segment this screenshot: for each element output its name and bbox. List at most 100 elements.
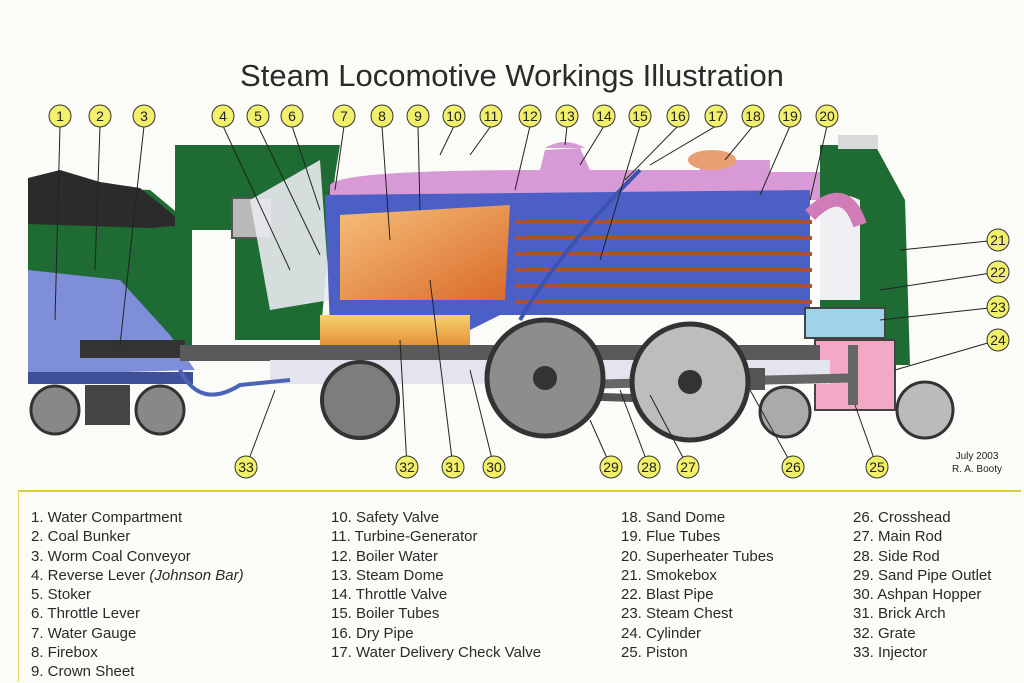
legend-note: (Johnson Bar) <box>149 566 244 584</box>
callout-number: 15 <box>632 108 648 124</box>
callout-1: 1 <box>48 104 72 128</box>
legend-item: 16. Dry Pipe <box>331 624 414 642</box>
grate-flames <box>320 315 470 345</box>
callout-16: 16 <box>666 104 690 128</box>
callout-number: 7 <box>340 108 348 124</box>
legend-item: 30. Ashpan Hopper <box>853 586 982 604</box>
legend-item: 12. Boiler Water <box>331 547 438 565</box>
legend-item: 6. Throttle Lever <box>31 605 140 623</box>
callout-33: 33 <box>234 455 258 479</box>
callout-5: 5 <box>246 104 270 128</box>
callout-25: 25 <box>865 455 889 479</box>
callout-number: 19 <box>782 108 798 124</box>
lead-wheel <box>895 380 955 440</box>
legend-item: 13. Steam Dome <box>331 566 444 584</box>
callout-number: 23 <box>990 299 1006 315</box>
legend-item: 7. Water Gauge <box>31 624 137 642</box>
callout-9: 9 <box>406 104 430 128</box>
callout-12: 12 <box>518 104 542 128</box>
legend-column-1: 1. Water Compartment 2. Coal Bunker 3. W… <box>31 508 244 682</box>
legend-item: 20. Superheater Tubes <box>621 547 774 565</box>
legend-item: 23. Steam Chest <box>621 605 733 623</box>
callout-number: 20 <box>819 108 835 124</box>
callout-number: 13 <box>559 108 575 124</box>
callout-32: 32 <box>395 455 419 479</box>
legend-item: 32. Grate <box>853 624 916 642</box>
legend-item: 26. Crosshead <box>853 509 951 526</box>
superheater-tubes <box>805 192 867 228</box>
legend-item: 5. Stoker <box>31 586 92 604</box>
callout-number: 28 <box>641 459 657 475</box>
callout-number: 1 <box>56 108 64 124</box>
callout-number: 6 <box>288 108 296 124</box>
firebox <box>340 205 510 300</box>
legend-item: 17. Water Delivery Check Valve <box>331 644 542 662</box>
page-title: Steam Locomotive Workings Illustration <box>240 58 784 93</box>
legend-item: 15. Boiler Tubes <box>331 605 440 623</box>
callout-24: 24 <box>986 328 1010 352</box>
legend-item: 28. Side Rod <box>853 547 940 565</box>
callout-number: 26 <box>785 459 801 475</box>
callout-number: 24 <box>990 332 1006 348</box>
legend-item: 3. Worm Coal Conveyor <box>31 547 191 565</box>
callout-number: 31 <box>445 459 461 475</box>
callout-number: 3 <box>140 108 148 124</box>
smokestack <box>838 135 878 149</box>
legend-item: 9. Crown Sheet <box>31 663 135 681</box>
callout-21: 21 <box>986 228 1010 252</box>
callout-30: 30 <box>482 455 506 479</box>
piston <box>848 345 858 405</box>
worm-coal-conveyor <box>80 340 185 358</box>
callout-number: 12 <box>522 108 538 124</box>
callout-number: 17 <box>708 108 724 124</box>
callout-13: 13 <box>555 104 579 128</box>
legend-item: 31. Brick Arch <box>853 605 946 623</box>
legend-item: 25. Piston <box>621 644 688 662</box>
callout-number: 8 <box>378 108 386 124</box>
credit-date: July 2003 <box>955 451 999 462</box>
legend: 1. Water Compartment 2. Coal Bunker 3. W… <box>18 490 1021 682</box>
callout-6: 6 <box>280 104 304 128</box>
wheels <box>320 317 955 443</box>
callout-number: 4 <box>219 108 227 124</box>
legend-item: 4. Reverse Lever (Johnson Bar) <box>31 566 244 584</box>
callout-26: 26 <box>781 455 805 479</box>
callout-number: 10 <box>446 108 462 124</box>
callout-31: 31 <box>441 455 465 479</box>
callout-15: 15 <box>628 104 652 128</box>
callout-29: 29 <box>599 455 623 479</box>
legend-item: 18. Sand Dome <box>621 509 726 526</box>
callout-number: 16 <box>670 108 686 124</box>
callout-28: 28 <box>637 455 661 479</box>
callout-22: 22 <box>986 260 1010 284</box>
callout-8: 8 <box>370 104 394 128</box>
callout-10: 10 <box>442 104 466 128</box>
callout-17: 17 <box>704 104 728 128</box>
legend-column-3: 18. Sand Dome 19. Flue Tubes 20. Superhe… <box>621 508 774 662</box>
callout-number: 30 <box>486 459 502 475</box>
callout-number: 29 <box>603 459 619 475</box>
legend-column-4: 26. Crosshead 27. Main Rod 28. Side Rod … <box>853 508 991 662</box>
legend-item: 19. Flue Tubes <box>621 528 721 546</box>
callout-number: 32 <box>399 459 415 475</box>
cab <box>175 145 340 340</box>
callout-7: 7 <box>332 104 356 128</box>
boiler <box>320 142 820 345</box>
callout-number: 5 <box>254 108 262 124</box>
callout-2: 2 <box>88 104 112 128</box>
legend-item: 11. Turbine-Generator <box>331 528 478 546</box>
tender-wheel <box>134 384 186 436</box>
legend-item: 22. Blast Pipe <box>621 586 714 604</box>
legend-item: 27. Main Rod <box>853 528 943 546</box>
legend-item: 8. Firebox <box>31 644 98 662</box>
legend-item: 1. Water Compartment <box>31 509 183 526</box>
injector-pipe <box>178 369 291 397</box>
callout-number: 9 <box>414 108 422 124</box>
tender <box>28 170 195 436</box>
callout-27: 27 <box>676 455 700 479</box>
legend-item: 21. Smokebox <box>621 566 717 584</box>
callout-23: 23 <box>986 295 1010 319</box>
callout-20: 20 <box>815 104 839 128</box>
callout-3: 3 <box>132 104 156 128</box>
